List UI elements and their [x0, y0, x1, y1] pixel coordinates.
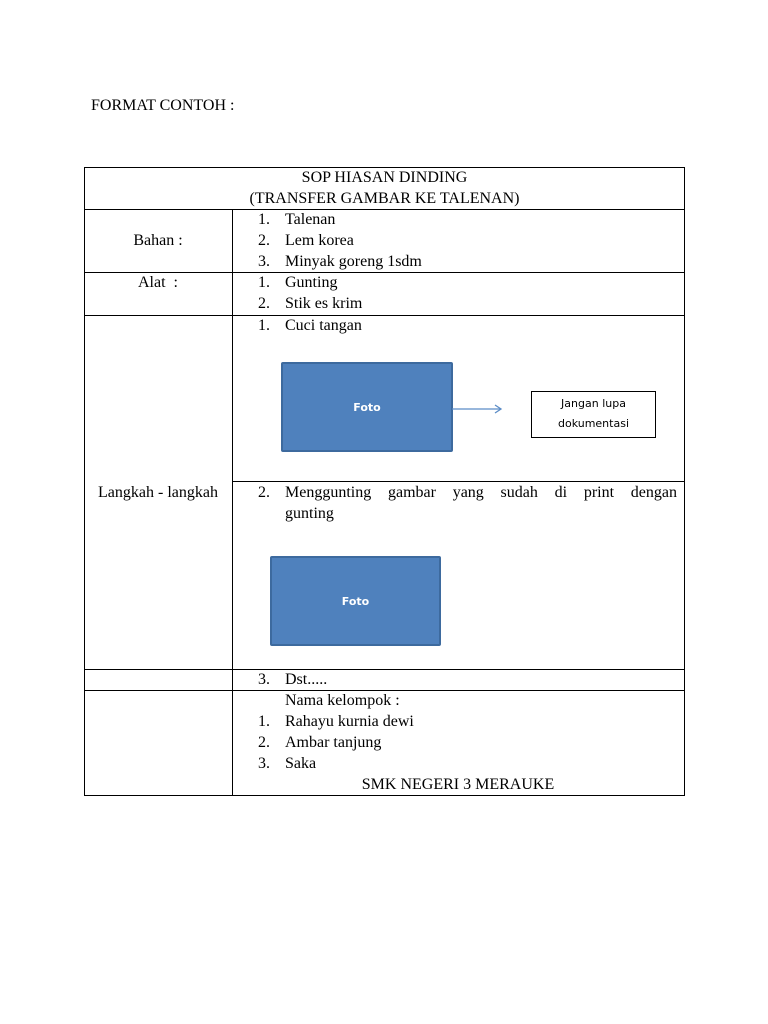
heading: FORMAT CONTOH :	[91, 97, 235, 114]
photo-placeholder: Foto	[281, 362, 453, 452]
group-label: Nama kelompok :	[285, 692, 400, 709]
note-line: dokumentasi	[557, 417, 629, 430]
school-name: SMK NEGERI 3 MERAUKE	[361, 776, 555, 793]
photo-placeholder: Foto	[270, 556, 441, 646]
alat-label: Alat :	[138, 274, 178, 291]
table-border-bottom	[84, 795, 685, 796]
step-2-continued: gunting	[285, 505, 334, 522]
note-box: Jangan lupa dokumentasi	[531, 391, 656, 438]
row-divider	[84, 690, 685, 691]
table-border-top	[84, 167, 685, 168]
langkah-label: Langkah - langkah	[98, 484, 218, 501]
table-border-left	[84, 167, 85, 796]
row-divider	[84, 669, 685, 670]
table-title: SOP HIASAN DINDING	[301, 169, 468, 186]
step-2: 2. Menggunting gambar yang sudah di prin…	[258, 484, 677, 501]
row-divider	[84, 272, 685, 273]
column-divider	[232, 209, 233, 796]
arrow-icon	[452, 404, 503, 414]
row-divider	[84, 315, 685, 316]
row-divider	[232, 481, 685, 482]
table-subtitle: (TRANSFER GAMBAR KE TALENAN)	[249, 190, 520, 207]
note-line: Jangan lupa	[561, 397, 626, 410]
table-border-right	[684, 167, 685, 796]
bahan-label: Bahan :	[133, 232, 183, 249]
row-divider	[84, 209, 685, 210]
